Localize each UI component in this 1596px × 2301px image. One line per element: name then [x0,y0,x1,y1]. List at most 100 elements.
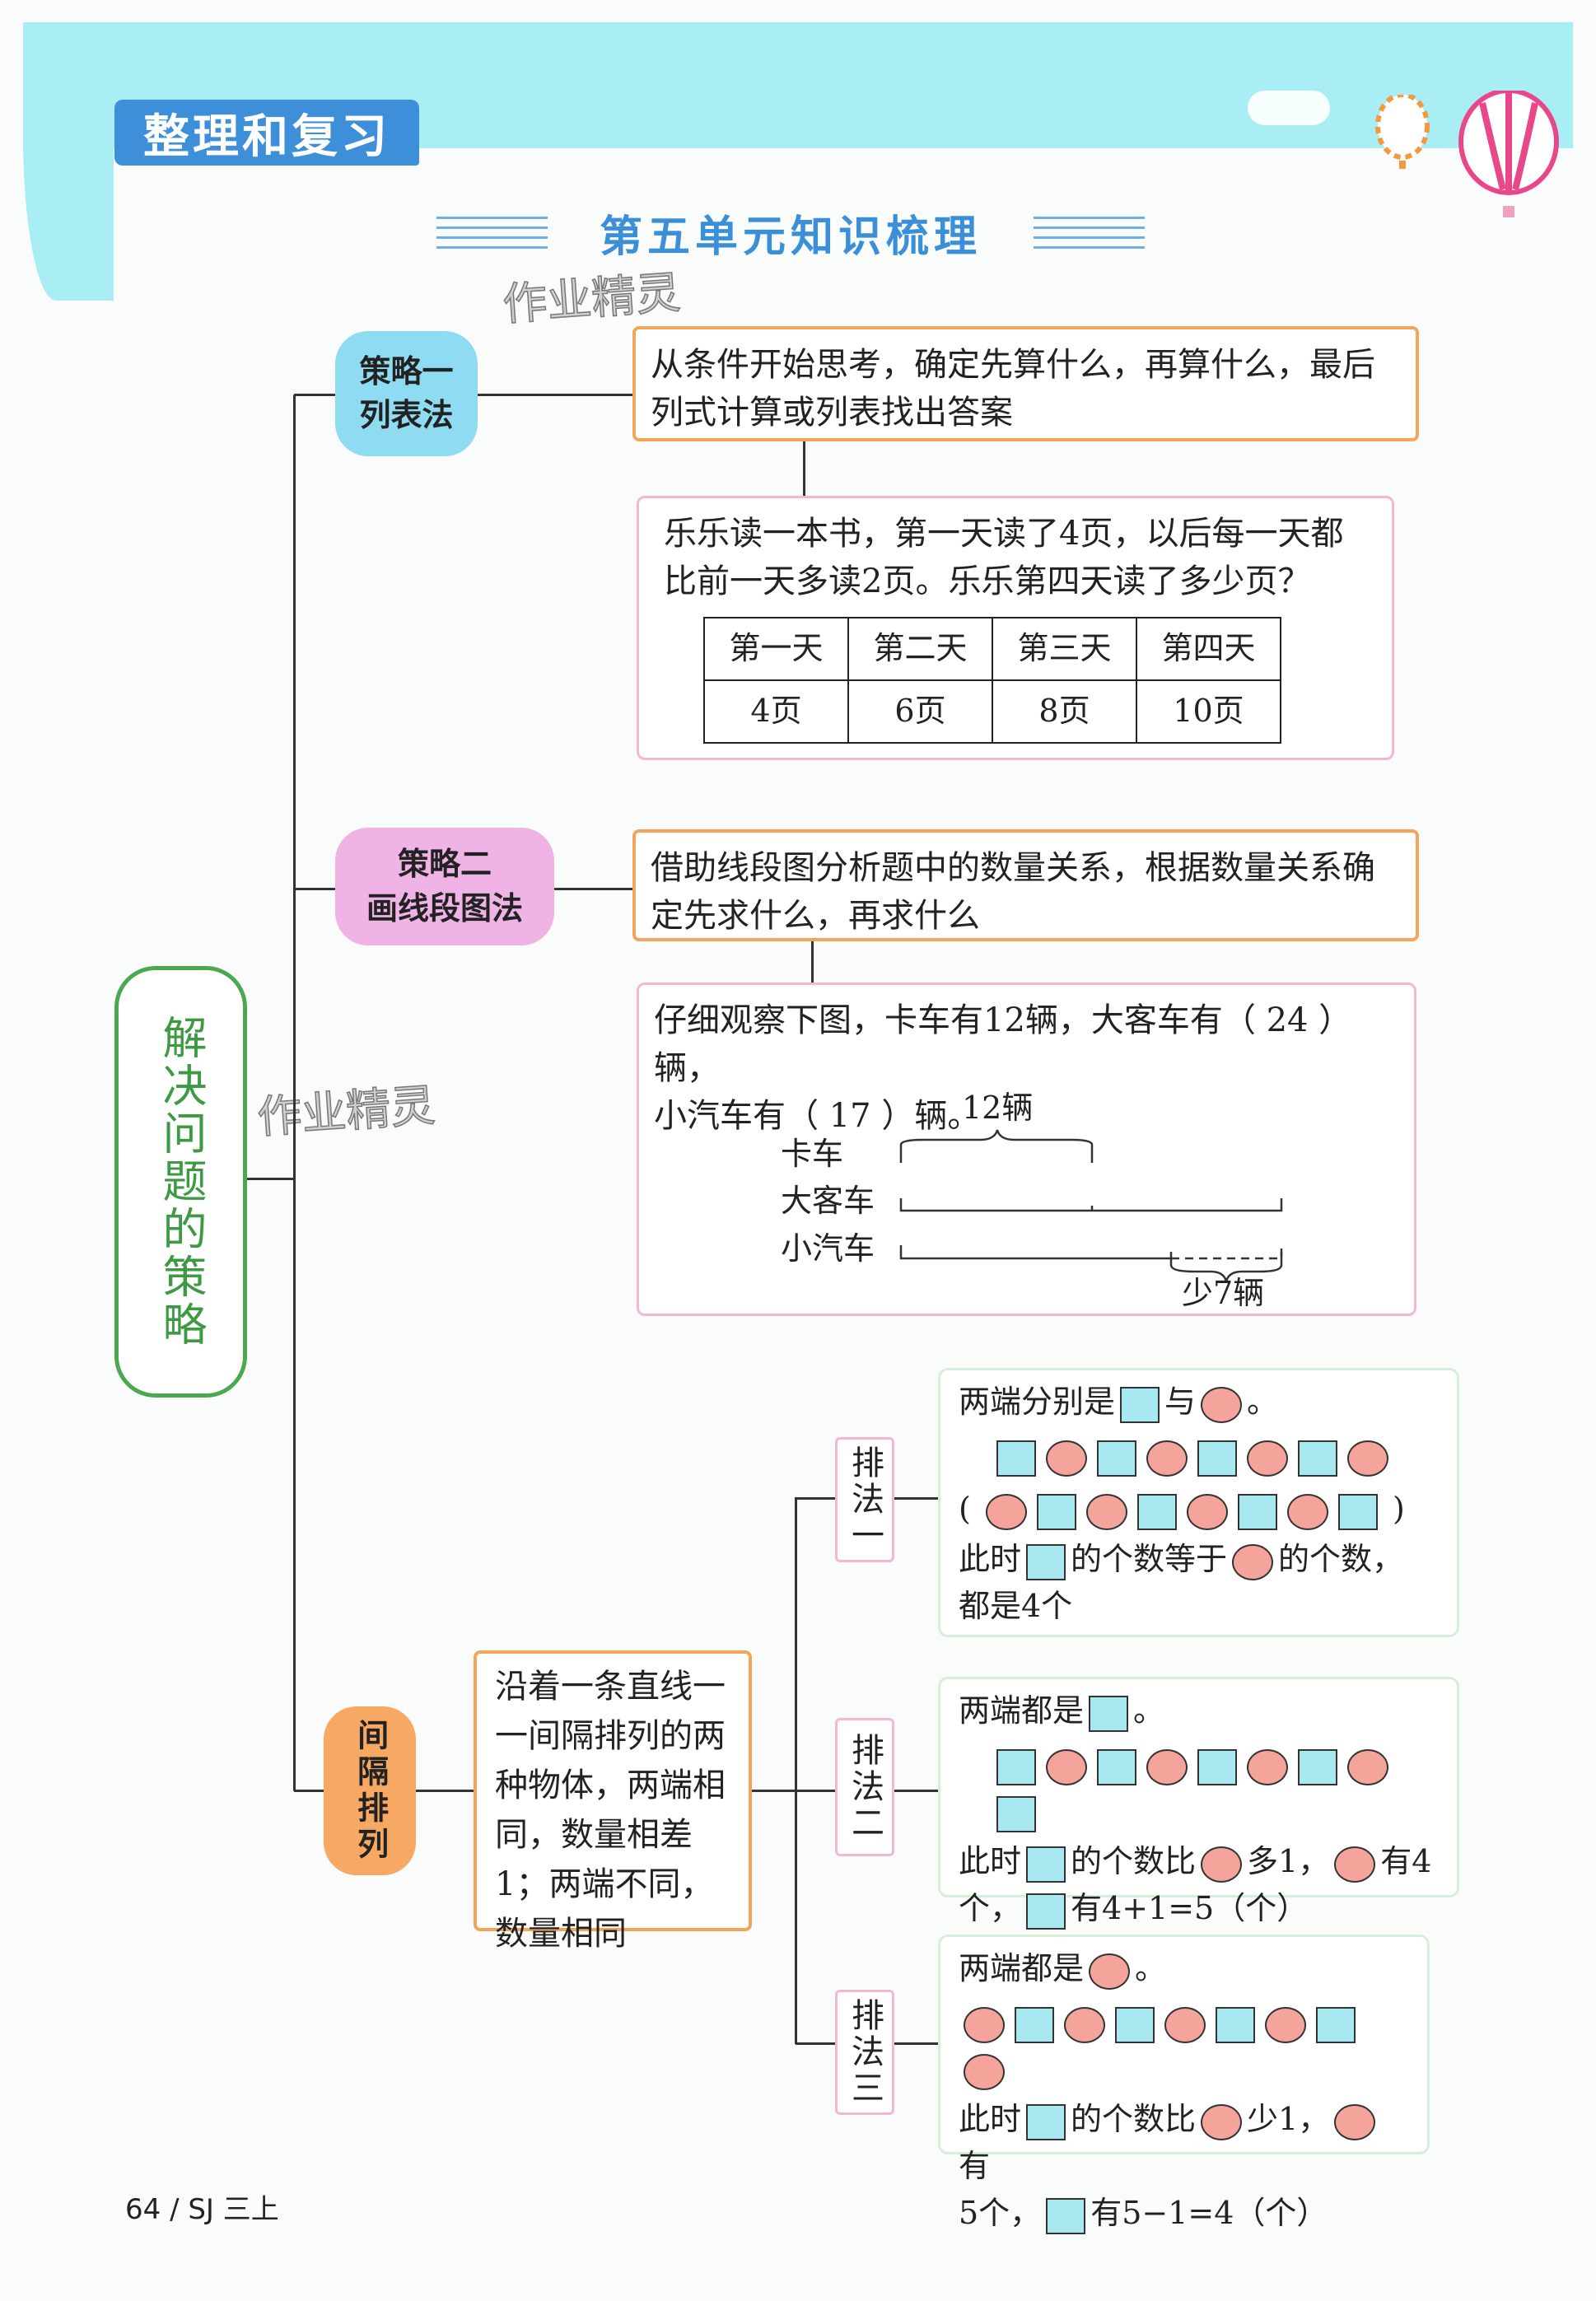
connector [811,941,814,982]
table-cell: 8页 [992,679,1137,744]
example-text: 乐乐读一本书，第一天读了4页，以后每一天都比前一天多读2页。乐乐第四天读了多少页… [664,515,1344,600]
circle-icon [964,2006,1005,2043]
paren: ( [959,1491,971,1527]
table-cell: 4页 [703,679,849,744]
text: 。 [1247,1384,1279,1420]
square-icon [996,1748,1036,1785]
square-icon [1097,1748,1136,1785]
label-line: 画线段图法 [366,889,523,926]
method2-box: 两端都是。 此时的个数比多1，有4 个，有4+1=5（个） [938,1677,1459,1930]
circle-icon [1201,2103,1243,2140]
method3-label: 排法三 [835,1990,894,2115]
page-footer: 64 / SJ 三上 [125,2193,279,2226]
decorative-dots [436,212,548,252]
text: 多1， [1247,1843,1330,1879]
method1-box: 两端分别是与。 ( ) 此时的个数等于的个数， 都是4个 [938,1368,1459,1637]
square-icon [996,1795,1036,1832]
connector [894,1497,938,1500]
header-band-side [23,124,114,301]
method3-box: 两端都是。 此时的个数比少1，有 5个，有5−1=4（个） [938,1935,1430,2234]
square-icon [1115,2006,1155,2043]
table-header: 第三天 [992,617,1137,681]
circle-icon [964,2053,1005,2090]
connector [247,1178,294,1180]
square-icon [1046,2197,1086,2234]
watermark: 作业精灵 [255,1079,437,1144]
text: 的个数， [1278,1541,1404,1577]
circle-icon [1265,2006,1306,2043]
connector [554,888,632,890]
connector [478,394,632,396]
main-topic: 解决问题的策略 [114,966,247,1398]
square-icon [1120,1386,1160,1423]
table-header: 第二天 [847,617,993,681]
strategy1-description: 从条件开始思考，确定先算什么，再算什么，最后列式计算或列表找出答案 [632,326,1419,441]
table-header: 第一天 [703,617,849,681]
square-icon [1197,1748,1237,1785]
example-text: 小汽车有（ 17 ）辆。 [654,1097,981,1135]
connector [796,1497,835,1500]
text: 有4+1=5（个） [1071,1890,1309,1926]
interval-description: 沿着一条直线一一间隔排列的两种物体，两端相同，数量相差1；两端不同，数量相同 [474,1650,752,1953]
row-label: 小汽车 [781,1230,875,1267]
circle-icon [1247,1440,1288,1477]
connector [803,441,805,496]
square-icon [1298,1440,1337,1477]
text: 的个数比 [1071,1843,1197,1879]
shape-row [959,1432,1439,1479]
paren: ) [1393,1491,1405,1527]
text: 两端分别是 [959,1384,1116,1420]
label-line: 列表法 [359,397,454,433]
missing-segment [1171,1249,1283,1260]
connector [416,1790,474,1792]
shape-row [981,1491,1383,1530]
circle-icon [1146,1440,1188,1477]
line-segment-diagram [899,1129,1283,1282]
method2-label: 排法二 [835,1718,894,1856]
text: 此时 [959,1843,1022,1879]
strategy1-label: 策略一列表法 [335,331,478,456]
circle-icon [1334,1846,1376,1883]
table-cell: 6页 [847,679,993,744]
text: 有4 [1380,1843,1432,1879]
text: 两端都是 [959,1692,1085,1729]
square-icon [1026,1893,1066,1930]
row-label: 大客车 [781,1183,875,1219]
label-line: 策略一 [359,352,454,390]
interval-label: 间隔排列 [324,1706,416,1875]
square-icon [1136,1493,1177,1530]
connector [894,2042,938,2045]
connector [796,2042,835,2045]
square-icon [1015,2006,1054,2043]
circle-icon [1247,1748,1288,1785]
text: 少1， [1247,2101,1330,2137]
bus-segment [899,1198,1283,1212]
square-icon [1026,1543,1066,1580]
square-icon [1089,1695,1129,1732]
top-label: 12辆 [962,1090,1034,1126]
car-segment [899,1245,1171,1260]
strategy2-description: 借助线段图分析题中的数量关系，根据数量关系确定先求什么，再求什么 [632,829,1419,941]
circle-icon [1046,1440,1087,1477]
label-line: 策略二 [397,846,492,883]
square-icon [1036,1493,1076,1530]
circle-icon [1201,1386,1243,1423]
spine-line [293,394,296,1791]
table-cell: 10页 [1136,679,1281,744]
text: 都是4个 [959,1588,1073,1624]
circle-icon [1186,1493,1228,1530]
page-subtitle: 第五单元知识梳理 [599,212,982,262]
section-tag: 整理和复习 [114,100,419,166]
circle-icon [1347,1748,1388,1785]
text: 此时 [959,1541,1022,1577]
circle-icon [1347,1440,1388,1477]
brace [899,1129,1094,1163]
row-label: 卡车 [781,1136,844,1172]
cloud-icon [1248,91,1330,125]
circle-icon [1232,1543,1274,1580]
shape-row [959,1741,1439,1835]
balloon-icon [1375,95,1430,169]
text: 两端都是 [959,1950,1085,1986]
circle-icon [1146,1748,1188,1785]
